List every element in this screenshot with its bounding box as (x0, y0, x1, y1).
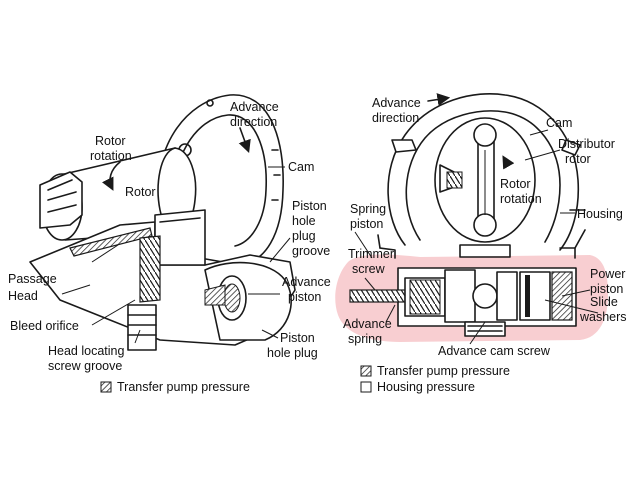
left-advance-piston-housing (204, 261, 292, 341)
right-leader-lines (354, 129, 599, 345)
left-legend: Transfer pump pressure (100, 380, 250, 394)
right-label-housing: Housing (577, 207, 623, 221)
left-advance-direction-arrow (238, 127, 251, 154)
left-label-cam: Cam (288, 160, 314, 174)
transfer-pressure-swatch-icon (100, 381, 112, 393)
housing-pressure-swatch-icon (360, 381, 372, 393)
right-label-cam: Cam (546, 116, 572, 130)
right-advance-direction-arrow (427, 93, 451, 106)
right-cam-ring (387, 93, 586, 251)
left-label-bleed-orifice: Bleed orifice (10, 319, 79, 333)
right-legend-housing-pressure: Housing pressure (377, 380, 475, 394)
right-distributor-rotor (434, 117, 536, 243)
left-head-locating-screw (127, 304, 157, 351)
left-legend-transfer-pump-pressure: Transfer pump pressure (117, 380, 250, 394)
right-legend: Transfer pump pressure Housing pressure (360, 364, 510, 394)
right-rotor-rotation-arrow (502, 155, 515, 170)
left-label-head: Head (8, 289, 38, 303)
left-label-rotor: Rotor (125, 185, 156, 199)
left-label-passage: Passage (8, 272, 57, 286)
right-label-advance-cam-screw: Advance cam screw (438, 344, 551, 358)
right-advance-mechanism (349, 267, 577, 337)
right-housing (377, 229, 586, 259)
right-legend-transfer-pump-pressure: Transfer pump pressure (377, 364, 510, 378)
left-rotor-rotation-arrow (101, 161, 121, 191)
left-leader-lines (61, 166, 291, 344)
transfer-pressure-swatch-icon (360, 365, 372, 377)
